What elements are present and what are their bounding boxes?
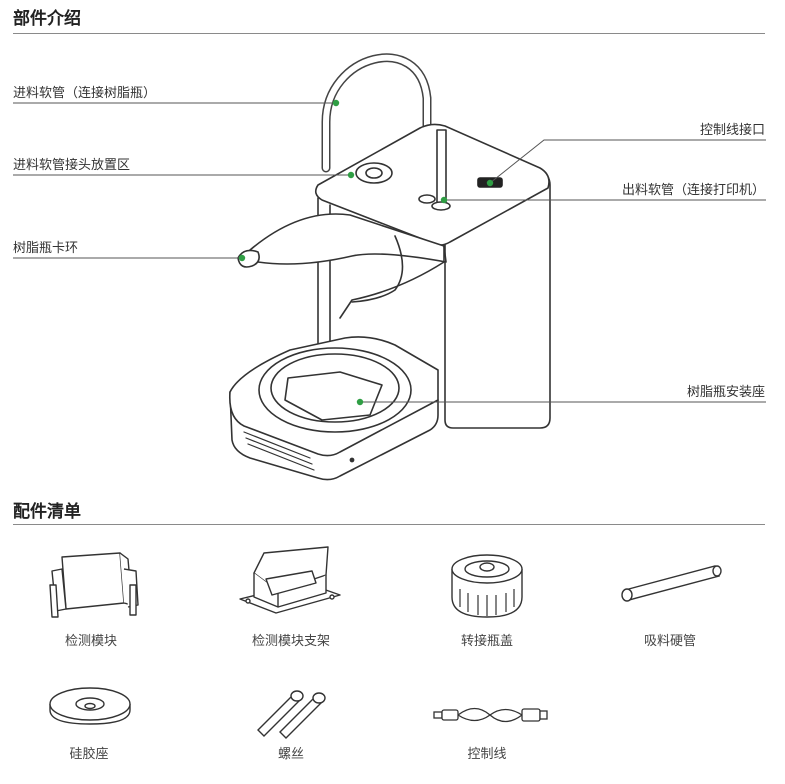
label-tube-connector-area: 进料软管接头放置区 xyxy=(13,158,131,173)
silicone-seat-image xyxy=(49,687,131,725)
accessory-label-suction-pipe: 吸料硬管 xyxy=(643,634,696,649)
device-diagram xyxy=(13,53,766,481)
suction-pipe-image xyxy=(621,565,722,602)
accessory-label-detection-module: 检测模块 xyxy=(64,634,117,649)
accessory-label-detection-bracket: 检测模块支架 xyxy=(251,634,330,649)
accessory-label-control-cable: 控制线 xyxy=(467,747,507,762)
label-feed-tube: 进料软管（连接树脂瓶） xyxy=(13,86,157,101)
control-cable-image xyxy=(433,707,548,723)
section-divider xyxy=(13,33,765,34)
accessory-label-silicone-seat: 硅胶座 xyxy=(69,747,109,762)
accessory-label-adapter-cap: 转接瓶盖 xyxy=(460,634,513,649)
adapter-cap-image xyxy=(451,554,523,618)
section-title-accessories: 配件清单 xyxy=(13,502,81,522)
section-title-parts: 部件介绍 xyxy=(13,9,81,29)
detection-module-image xyxy=(49,552,139,618)
screws-image xyxy=(257,690,326,739)
section-divider xyxy=(13,524,765,525)
label-output-tube: 出料软管（连接打印机） xyxy=(621,183,765,198)
detection-bracket-image xyxy=(239,546,341,614)
label-bottle-clamp: 树脂瓶卡环 xyxy=(13,241,79,256)
accessory-label-screws: 螺丝 xyxy=(277,747,304,762)
label-bottle-mount: 树脂瓶安装座 xyxy=(686,385,765,400)
label-control-port: 控制线接口 xyxy=(699,123,765,138)
